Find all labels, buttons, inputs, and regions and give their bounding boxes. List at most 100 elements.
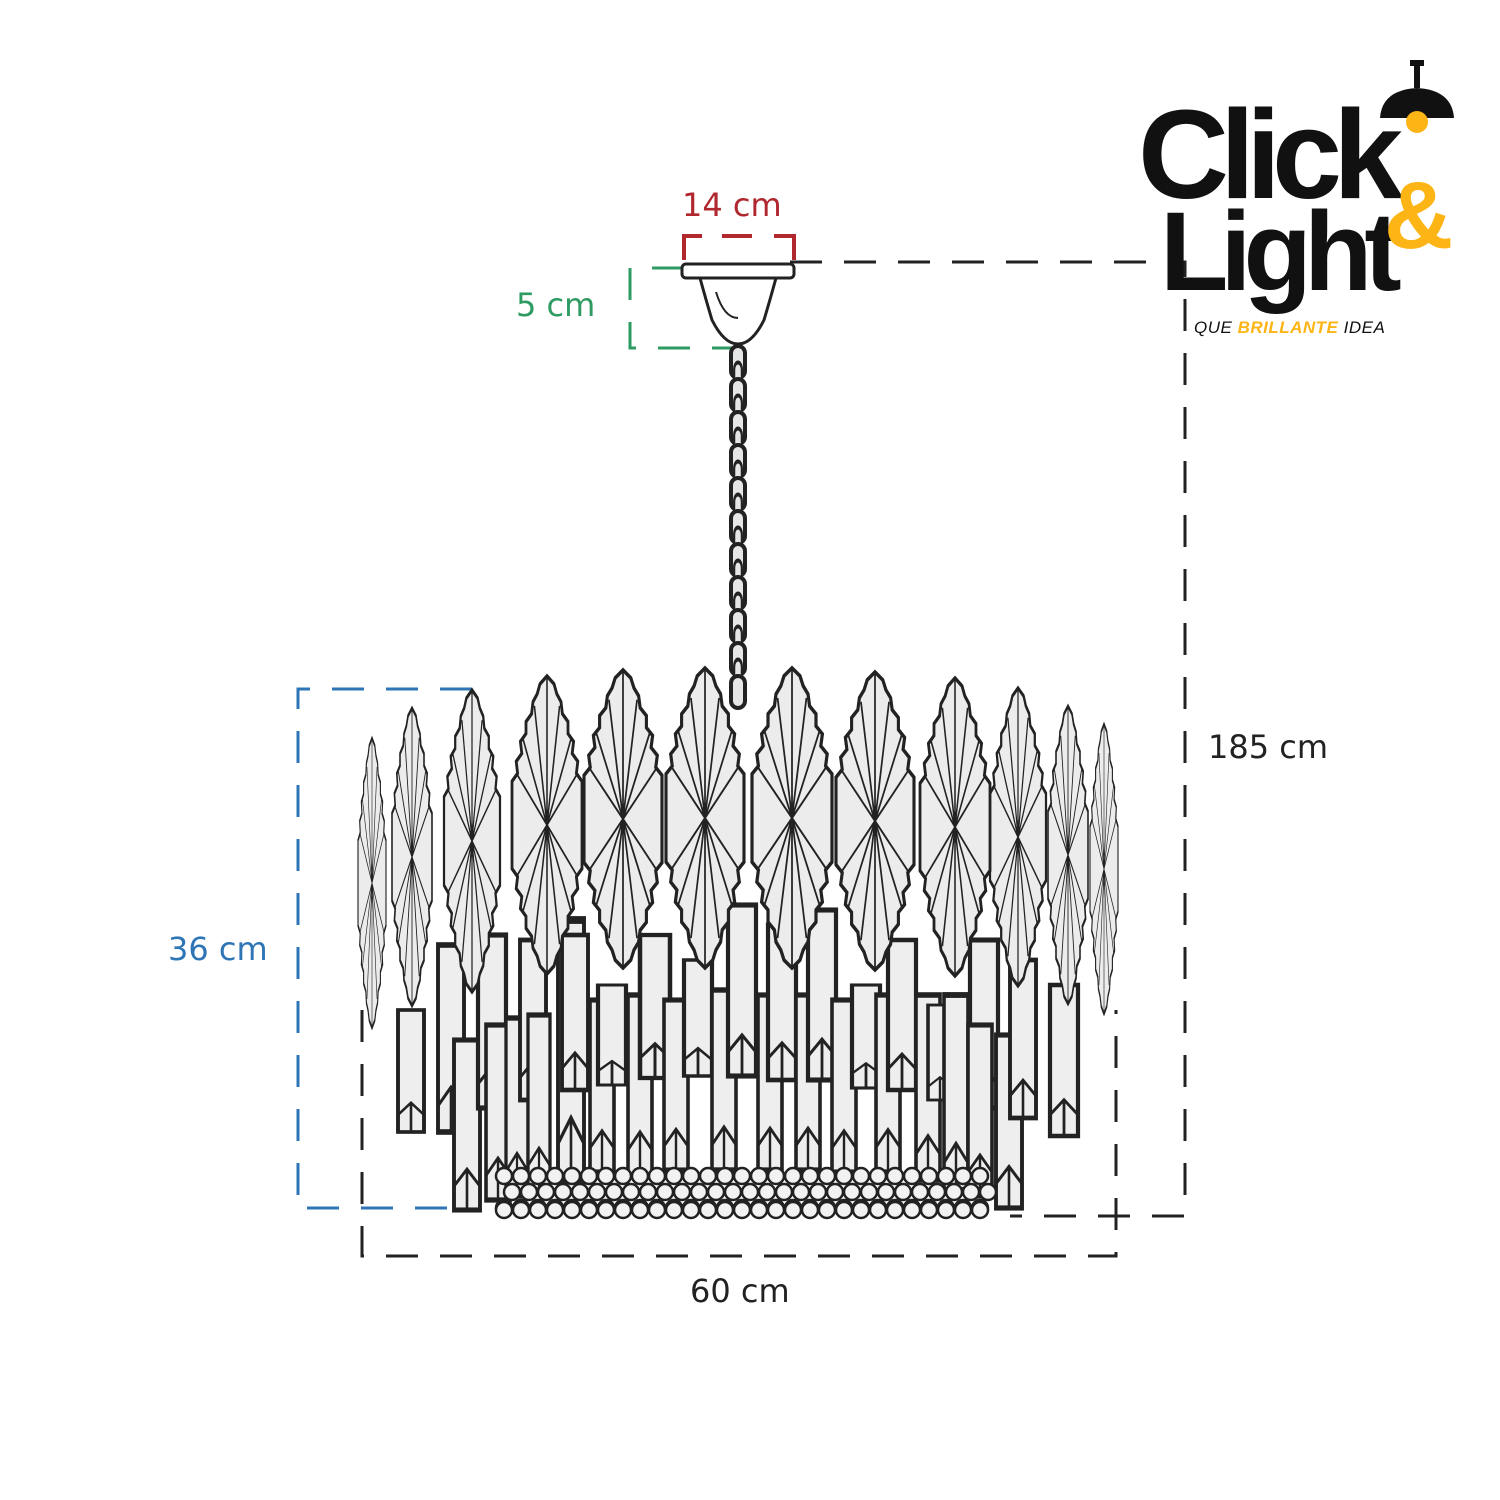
crystal-bead — [528, 1166, 548, 1186]
body-height-bracket — [296, 687, 472, 1210]
pleated-panel — [1088, 722, 1120, 1016]
canopy-width-bracket — [682, 234, 796, 260]
crystal-bead — [800, 1166, 820, 1186]
crystal-bead — [579, 1166, 599, 1186]
crystal-bead — [970, 1166, 990, 1186]
crystal-bead — [944, 1182, 964, 1202]
crystal-bead — [740, 1182, 760, 1202]
crystal-bead — [698, 1166, 718, 1186]
pleated-panel — [356, 736, 388, 1030]
crystal-bead — [545, 1166, 565, 1186]
crystal-bead — [953, 1200, 973, 1220]
crystal-bead — [868, 1200, 888, 1220]
canopy-width-label: 14 cm — [682, 186, 782, 224]
crystal-bead — [562, 1200, 582, 1220]
crystal-bead — [502, 1182, 522, 1202]
crystal-bead — [842, 1182, 862, 1202]
crystal-beads — [494, 1166, 998, 1220]
crystal-rod — [396, 1008, 426, 1134]
crystal-bead — [961, 1182, 981, 1202]
crystal-bead — [885, 1200, 905, 1220]
pleated-panel — [1046, 704, 1090, 1006]
crystal-bead — [783, 1200, 803, 1220]
crystal-bead — [511, 1200, 531, 1220]
crystal-bead — [927, 1182, 947, 1202]
crystal-bead — [783, 1166, 803, 1186]
crystal-bead — [596, 1166, 616, 1186]
crystal-bead — [902, 1166, 922, 1186]
crystal-bead — [647, 1200, 667, 1220]
crystal-bead — [766, 1166, 786, 1186]
chain-link — [729, 674, 747, 710]
crystal-bead — [528, 1200, 548, 1220]
pleated-panel — [834, 670, 916, 972]
tagline-highlight: BRILLANTE — [1237, 318, 1339, 337]
canopy-height-bracket — [628, 266, 732, 350]
crystal-bead — [587, 1182, 607, 1202]
crystal-bead — [885, 1166, 905, 1186]
crystal-bead — [715, 1166, 735, 1186]
crystal-bead — [570, 1182, 590, 1202]
crystal-bead — [698, 1200, 718, 1220]
crystal-bead — [672, 1182, 692, 1202]
crystal-bead — [910, 1182, 930, 1202]
crystal-bead — [834, 1166, 854, 1186]
crystal-bead — [689, 1182, 709, 1202]
crystal-bead — [613, 1166, 633, 1186]
crystal-bead — [808, 1182, 828, 1202]
body-height-label: 36 cm — [168, 930, 268, 968]
crystal-bead — [732, 1166, 752, 1186]
crystal-bead — [893, 1182, 913, 1202]
canopy-height-label: 5 cm — [516, 286, 596, 324]
crystal-rod — [888, 940, 916, 1090]
crystal-bead — [800, 1200, 820, 1220]
crystal-bead — [817, 1166, 837, 1186]
crystal-bead — [766, 1200, 786, 1220]
crystal-bead — [681, 1200, 701, 1220]
crystal-rod — [562, 935, 588, 1090]
crystal-bead — [655, 1182, 675, 1202]
crystal-rod — [598, 985, 626, 1085]
crystal-bead — [851, 1200, 871, 1220]
crystal-bead — [579, 1200, 599, 1220]
crystal-bead — [919, 1200, 939, 1220]
suspension-chain — [729, 344, 747, 710]
crystal-bead — [851, 1166, 871, 1186]
pleated-panel — [582, 668, 664, 970]
crystal-bead — [536, 1182, 556, 1202]
crystal-bead — [715, 1200, 735, 1220]
crystal-bead — [630, 1200, 650, 1220]
crystal-bead — [545, 1200, 565, 1220]
crystal-bead — [494, 1166, 514, 1186]
crystal-bead — [834, 1200, 854, 1220]
tagline-start: QUE — [1194, 318, 1238, 337]
crystal-bead — [553, 1182, 573, 1202]
crystal-bead — [647, 1166, 667, 1186]
crystal-bead — [621, 1182, 641, 1202]
crystal-bead — [749, 1200, 769, 1220]
crystal-rod — [944, 995, 968, 1190]
crystal-bead — [723, 1182, 743, 1202]
crystal-bead — [519, 1182, 539, 1202]
crystal-rod — [684, 960, 712, 1076]
crystal-bead — [638, 1182, 658, 1202]
crystal-bead — [596, 1200, 616, 1220]
brand-ampersand: & — [1384, 162, 1454, 269]
crystal-bead — [978, 1182, 998, 1202]
brand-word-light: Light — [1160, 189, 1402, 314]
crystal-bead — [757, 1182, 777, 1202]
pleated-panel — [390, 706, 434, 1008]
crystal-bead — [902, 1200, 922, 1220]
crystal-bead — [859, 1182, 879, 1202]
crystal-bead — [936, 1166, 956, 1186]
crystal-bead — [732, 1200, 752, 1220]
width-bracket — [360, 1010, 1118, 1258]
crystal-bead — [562, 1166, 582, 1186]
crystal-bead — [511, 1166, 531, 1186]
tagline-end: IDEA — [1338, 318, 1386, 337]
crystal-bead — [825, 1182, 845, 1202]
crystal-rods — [396, 905, 1078, 1210]
crystal-bead — [876, 1182, 896, 1202]
crystal-bead — [868, 1166, 888, 1186]
